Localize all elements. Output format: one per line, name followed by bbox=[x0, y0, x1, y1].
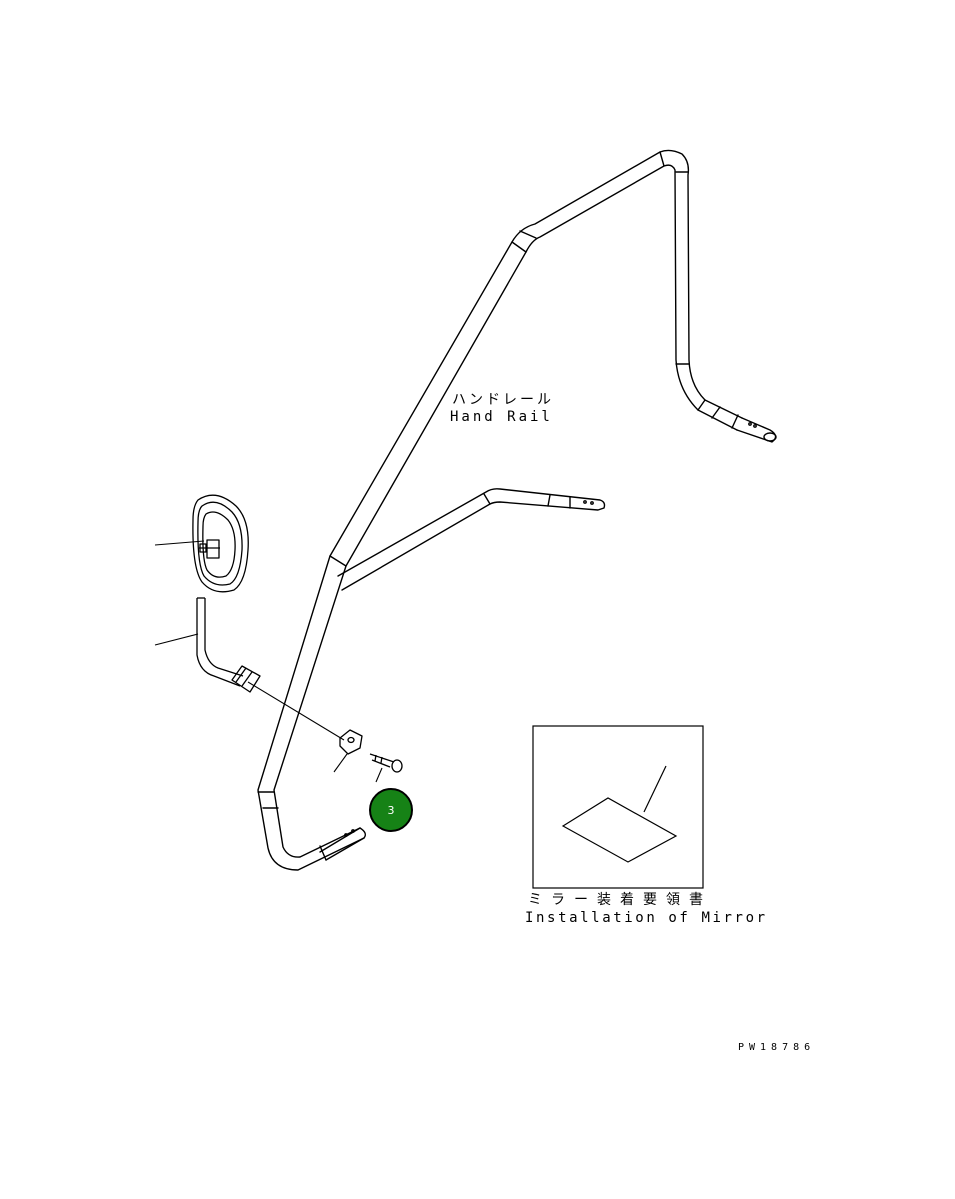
mirror-bracket bbox=[339, 729, 403, 773]
installation-label-en: Installation of Mirror bbox=[525, 910, 768, 926]
manual-inset bbox=[532, 725, 704, 889]
callout-3[interactable]: 3 bbox=[369, 788, 413, 832]
hand-rail-label-en: Hand Rail bbox=[450, 409, 553, 425]
installation-label-jp: ミラー装着要領書 bbox=[528, 892, 712, 908]
leader-lines bbox=[154, 540, 383, 783]
hand-rail bbox=[257, 149, 777, 871]
drawing-code: PW18786 bbox=[738, 1042, 816, 1053]
mirror-assembly bbox=[192, 494, 261, 693]
hand-rail-label-jp: ハンドレール bbox=[452, 392, 554, 408]
